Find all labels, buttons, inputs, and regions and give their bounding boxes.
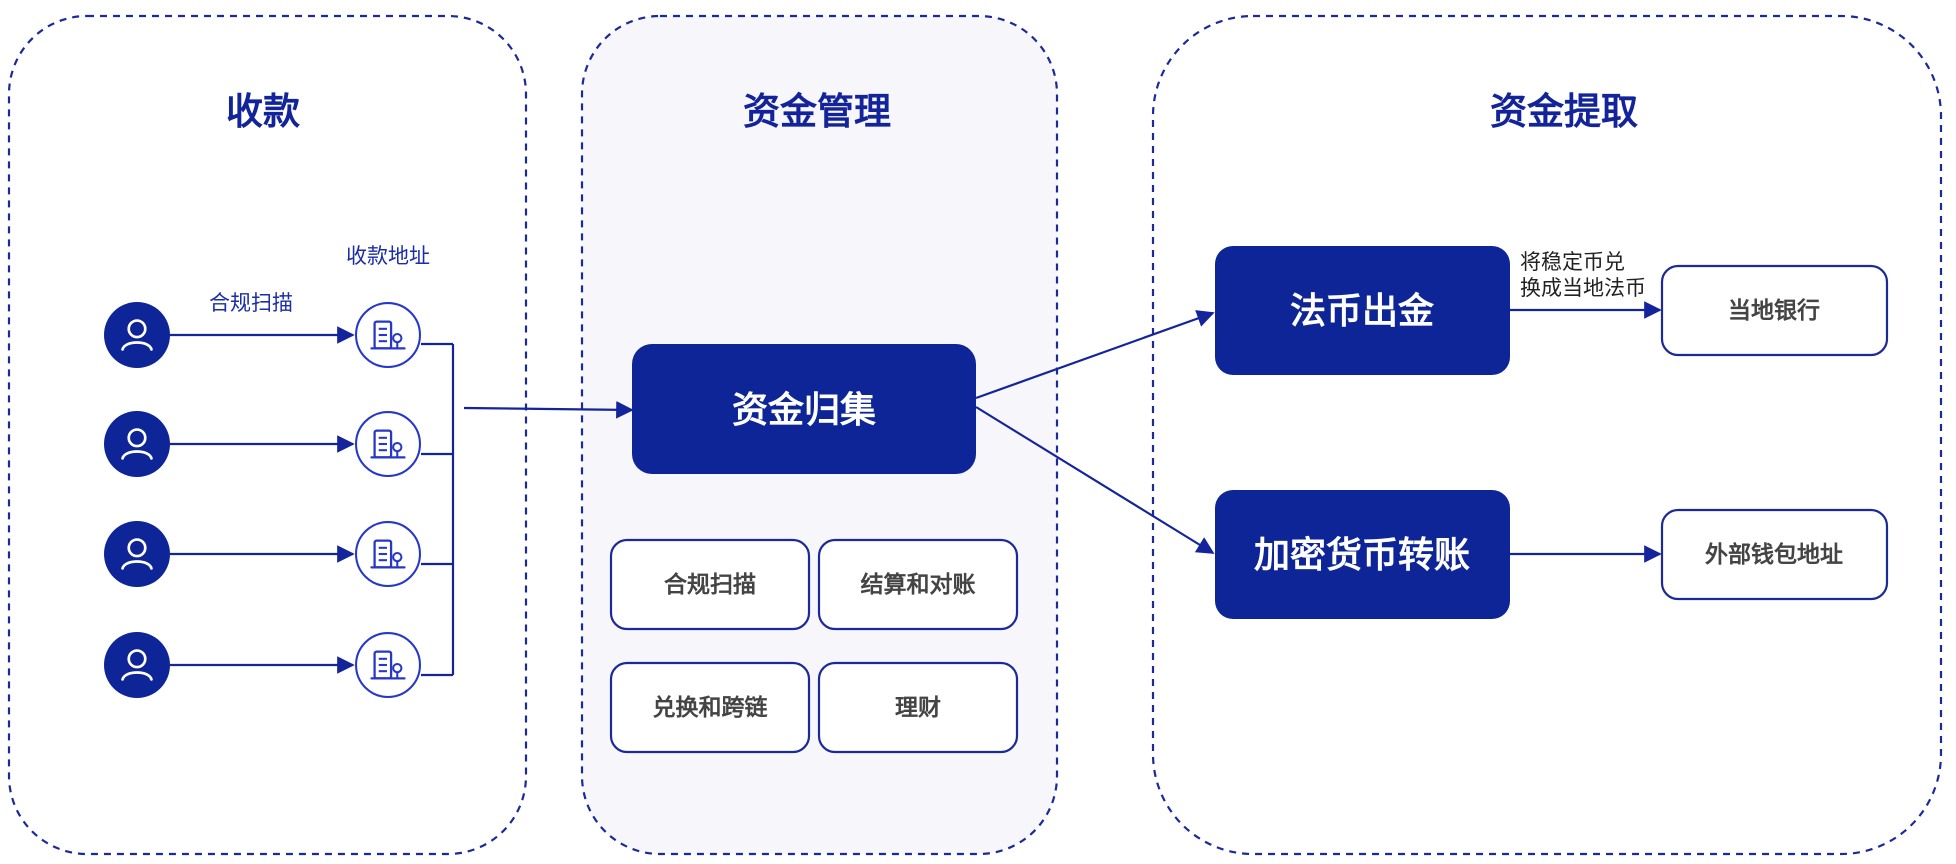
fiat-out-box bbox=[1215, 246, 1510, 375]
scan-label: 合规扫描 bbox=[209, 291, 293, 315]
crypto-transfer-arrow bbox=[975, 406, 1215, 554]
feature-label-scan: 合规扫描 bbox=[664, 571, 756, 598]
crypto-transfer-box bbox=[1215, 490, 1510, 619]
user-icon bbox=[104, 521, 170, 587]
collect-panel-title: 收款 bbox=[226, 90, 300, 133]
feature-label-settlement: 结算和对账 bbox=[861, 571, 976, 598]
collect-bracket bbox=[421, 342, 455, 677]
withdrawal-panel bbox=[1151, 14, 1943, 856]
external-wallet-label: 外部钱包地址 bbox=[1705, 541, 1843, 568]
feature-box-scan bbox=[609, 538, 811, 631]
feature-box-settlement bbox=[817, 538, 1019, 631]
local-bank-label: 当地银行 bbox=[1728, 297, 1820, 324]
address-label: 收款地址 bbox=[346, 244, 430, 268]
conversion-note-line-1: 将稳定币兑 bbox=[1520, 250, 1625, 274]
fund-management-panel-title: 资金管理 bbox=[743, 90, 891, 133]
feature-label-exchange: 兑换和跨链 bbox=[653, 694, 768, 721]
conversion-note-line-2: 换成当地法币 bbox=[1520, 276, 1646, 300]
user-icon bbox=[104, 632, 170, 698]
feature-box-exchange bbox=[609, 661, 811, 754]
local-bank-box bbox=[1660, 264, 1889, 357]
feature-box-wealth bbox=[817, 661, 1019, 754]
external-wallet-box bbox=[1660, 508, 1889, 601]
fiat-out-arrow bbox=[975, 310, 1215, 400]
building-icon bbox=[355, 521, 421, 587]
aggregation-arrow bbox=[463, 401, 634, 419]
crypto-transfer-label: 加密货币转账 bbox=[1254, 534, 1470, 576]
withdrawal-panel-title: 资金提取 bbox=[1490, 90, 1638, 133]
building-icon bbox=[355, 411, 421, 477]
building-icon bbox=[355, 302, 421, 368]
feature-label-wealth: 理财 bbox=[895, 695, 941, 721]
building-icon bbox=[355, 632, 421, 698]
fiat-out-label: 法币出金 bbox=[1290, 290, 1435, 332]
aggregation-box bbox=[632, 344, 976, 474]
user-icon bbox=[104, 411, 170, 477]
aggregation-label: 资金归集 bbox=[732, 389, 876, 431]
user-icon bbox=[104, 302, 170, 368]
collect-panel bbox=[7, 14, 528, 856]
